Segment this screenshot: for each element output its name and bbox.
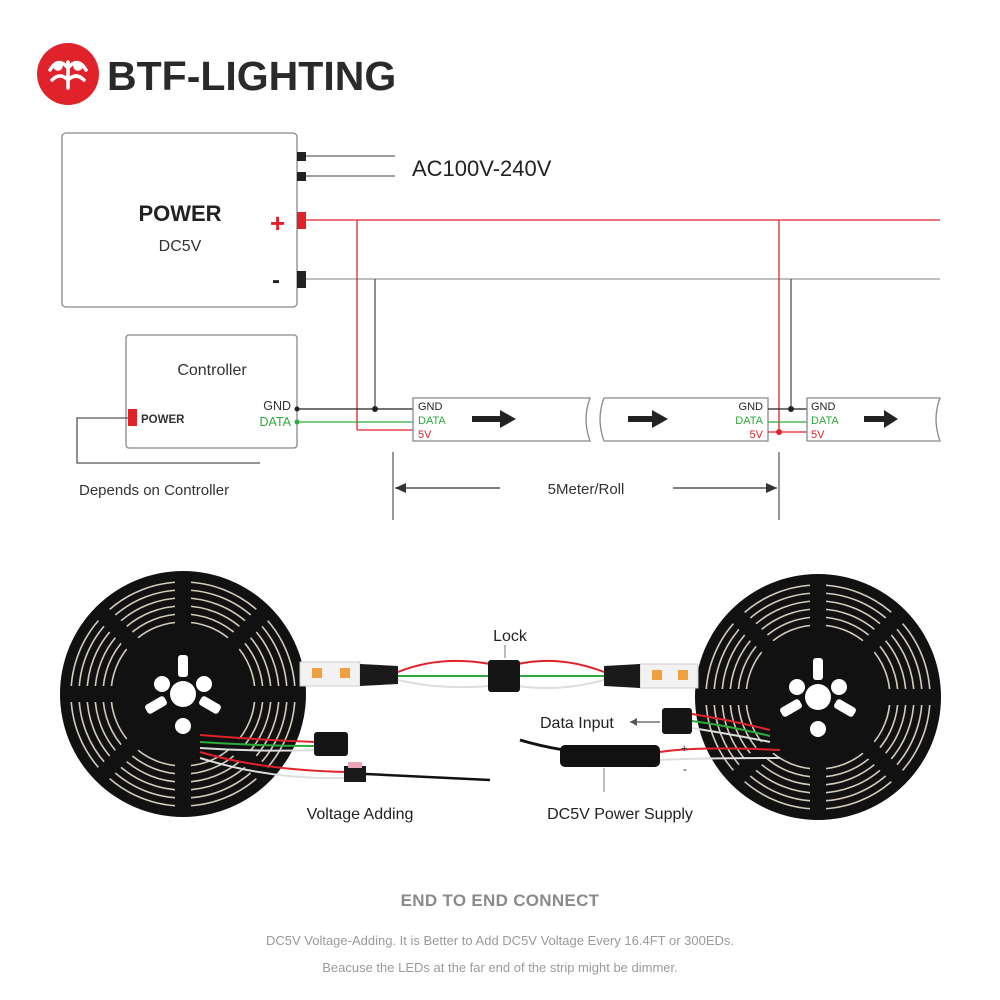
controller-data-label: DATA [260, 415, 292, 429]
power-supply-plug [560, 745, 660, 767]
ac-terminal-1 [297, 152, 306, 161]
lock-connector-wires [397, 659, 605, 689]
minus-terminal [297, 271, 306, 288]
dimension-label: 5Meter/Roll [548, 481, 625, 498]
footer-line-2: Beacuse the LEDs at the far end of the s… [322, 960, 678, 975]
strip-segment-2: GND DATA 5V [599, 397, 769, 442]
controller-gnd-label: GND [263, 399, 291, 413]
power-voltage: DC5V [159, 238, 202, 255]
controller-box: Controller POWER GND DATA [125, 334, 298, 449]
strip-2-direction-arrow-icon [628, 410, 668, 428]
power-supply-label: DC5V Power Supply [547, 806, 693, 823]
strip-3-5v-label: 5V [811, 429, 825, 441]
voltage-adding-label: Voltage Adding [307, 806, 414, 823]
controller-title: Controller [177, 362, 247, 379]
footer-line-1: DC5V Voltage-Adding. It is Better to Add… [265, 933, 734, 948]
ac-terminal-2 [297, 172, 306, 181]
minus-symbol: - [272, 267, 280, 294]
footer-title: END TO END CONNECT [400, 891, 600, 910]
voltage-adding-connector [314, 732, 348, 756]
data-input-label: Data Input [540, 715, 614, 732]
power-minus-symbol: - [683, 762, 687, 776]
strip-1-gnd-label: GND [418, 401, 443, 413]
strip-segment-3: GND DATA 5V [806, 397, 941, 442]
left-led-reel [60, 571, 306, 817]
plus-terminal [297, 212, 306, 229]
controller-power-label: POWER [141, 414, 185, 426]
strip-2-gnd-label: GND [739, 401, 764, 413]
lock-label: Lock [493, 628, 528, 645]
brand-logo: BTF-LIGHTING [37, 43, 396, 105]
strip-2-5v-label: 5V [750, 429, 764, 441]
ac-input-label: AC100V-240V [412, 156, 552, 181]
power-supply-box: POWER DC5V + - [61, 132, 306, 308]
data-input-connector [662, 708, 692, 734]
strip-1-data-label: DATA [418, 415, 446, 427]
plus-symbol: + [270, 208, 285, 238]
dimension-marker: 5Meter/Roll [392, 452, 780, 520]
lock-connector [488, 660, 520, 692]
strip-1-direction-arrow-icon [472, 410, 516, 428]
controller-power-terminal [128, 409, 137, 426]
power-plus-symbol: + [681, 743, 687, 755]
controller-note: Depends on Controller [79, 482, 229, 499]
strip-1-5v-label: 5V [418, 429, 432, 441]
strip-3-direction-arrow-icon [864, 410, 898, 428]
strip-3-data-label: DATA [811, 415, 839, 427]
strip-segment-1: GND DATA 5V [412, 397, 591, 442]
brand-name: BTF-LIGHTING [107, 53, 396, 99]
right-led-reel [695, 574, 941, 820]
power-title: POWER [138, 201, 221, 226]
strip-2-data-label: DATA [735, 415, 763, 427]
strip-3-gnd-label: GND [811, 401, 836, 413]
